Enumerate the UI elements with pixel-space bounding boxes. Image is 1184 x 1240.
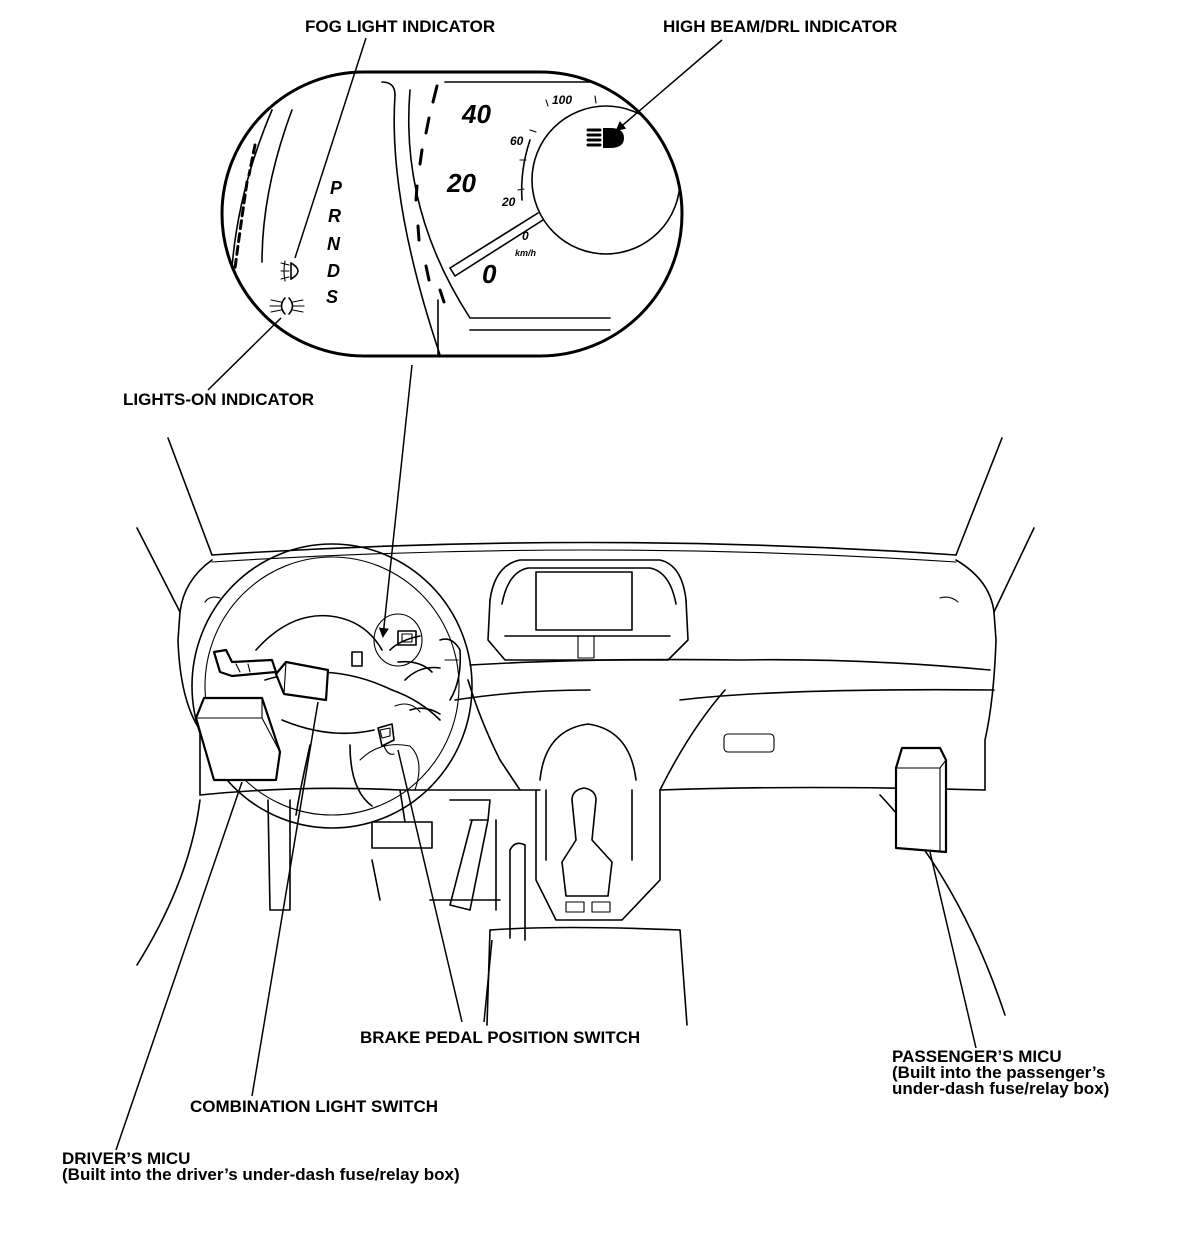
combination-light-switch-part <box>212 648 330 702</box>
instrument-cluster-callout: 40 20 0 100 60 20 0 km/h P R N D S <box>207 37 723 391</box>
brake-pedal-position-switch-label: BRAKE PEDAL POSITION SWITCH <box>360 1028 640 1047</box>
speed-unit-label: km/h <box>515 248 537 258</box>
drivers-micu-label: DRIVER’S MICU <box>62 1149 190 1168</box>
drivers-micu-leader-line <box>115 781 243 1151</box>
dial-tick-0: 0 <box>522 229 529 243</box>
gear-d: D <box>327 261 340 281</box>
dial-tick-20: 20 <box>501 195 516 209</box>
dial-tick-60: 60 <box>510 134 524 148</box>
gear-p: P <box>330 178 343 198</box>
cluster-location-arrow <box>378 364 413 638</box>
drivers-micu-note: (Built into the driver’s under-dash fuse… <box>62 1165 460 1184</box>
combination-light-switch-label: COMBINATION LIGHT SWITCH <box>190 1097 438 1116</box>
lights-on-indicator-label: LIGHTS-ON INDICATOR <box>123 390 314 409</box>
brake-switch-leader-line-2 <box>483 939 493 1023</box>
combination-switch-leader-line <box>251 701 319 1097</box>
passengers-micu-note-line1: (Built into the passenger’s <box>892 1063 1105 1082</box>
high-beam-drl-icon <box>586 128 624 148</box>
steering-wheel <box>191 543 473 829</box>
gear-s: S <box>326 287 338 307</box>
passengers-micu-note-line2: under-dash fuse/relay box) <box>892 1079 1109 1098</box>
speed-20-numeral: 20 <box>446 168 476 198</box>
speed-0-numeral: 0 <box>482 259 497 289</box>
fog-light-icon <box>280 260 299 282</box>
dial-tick-100: 100 <box>552 93 572 107</box>
passengers-micu-leader-line <box>929 851 977 1049</box>
lights-on-icon <box>269 297 305 315</box>
passengers-micu-label: PASSENGER’S MICU <box>892 1047 1062 1066</box>
brake-switch-leader-line <box>397 749 463 1023</box>
gear-r: R <box>328 206 341 226</box>
gear-n: N <box>327 234 341 254</box>
fog-light-indicator-label: FOG LIGHT INDICATOR <box>305 17 495 36</box>
dashboard-illustration <box>136 437 1035 1026</box>
drivers-micu-box <box>194 696 282 782</box>
lights-on-leader-line <box>207 317 282 391</box>
high-beam-leader-line <box>615 39 723 132</box>
gear-position-indicator: P R N D S <box>326 178 343 307</box>
speed-40-numeral: 40 <box>461 99 491 129</box>
speedometer-ticks <box>414 84 446 304</box>
passengers-micu-box <box>894 746 948 854</box>
fog-light-leader-line <box>294 37 367 259</box>
high-beam-drl-indicator-label: HIGH BEAM/DRL INDICATOR <box>663 17 897 36</box>
